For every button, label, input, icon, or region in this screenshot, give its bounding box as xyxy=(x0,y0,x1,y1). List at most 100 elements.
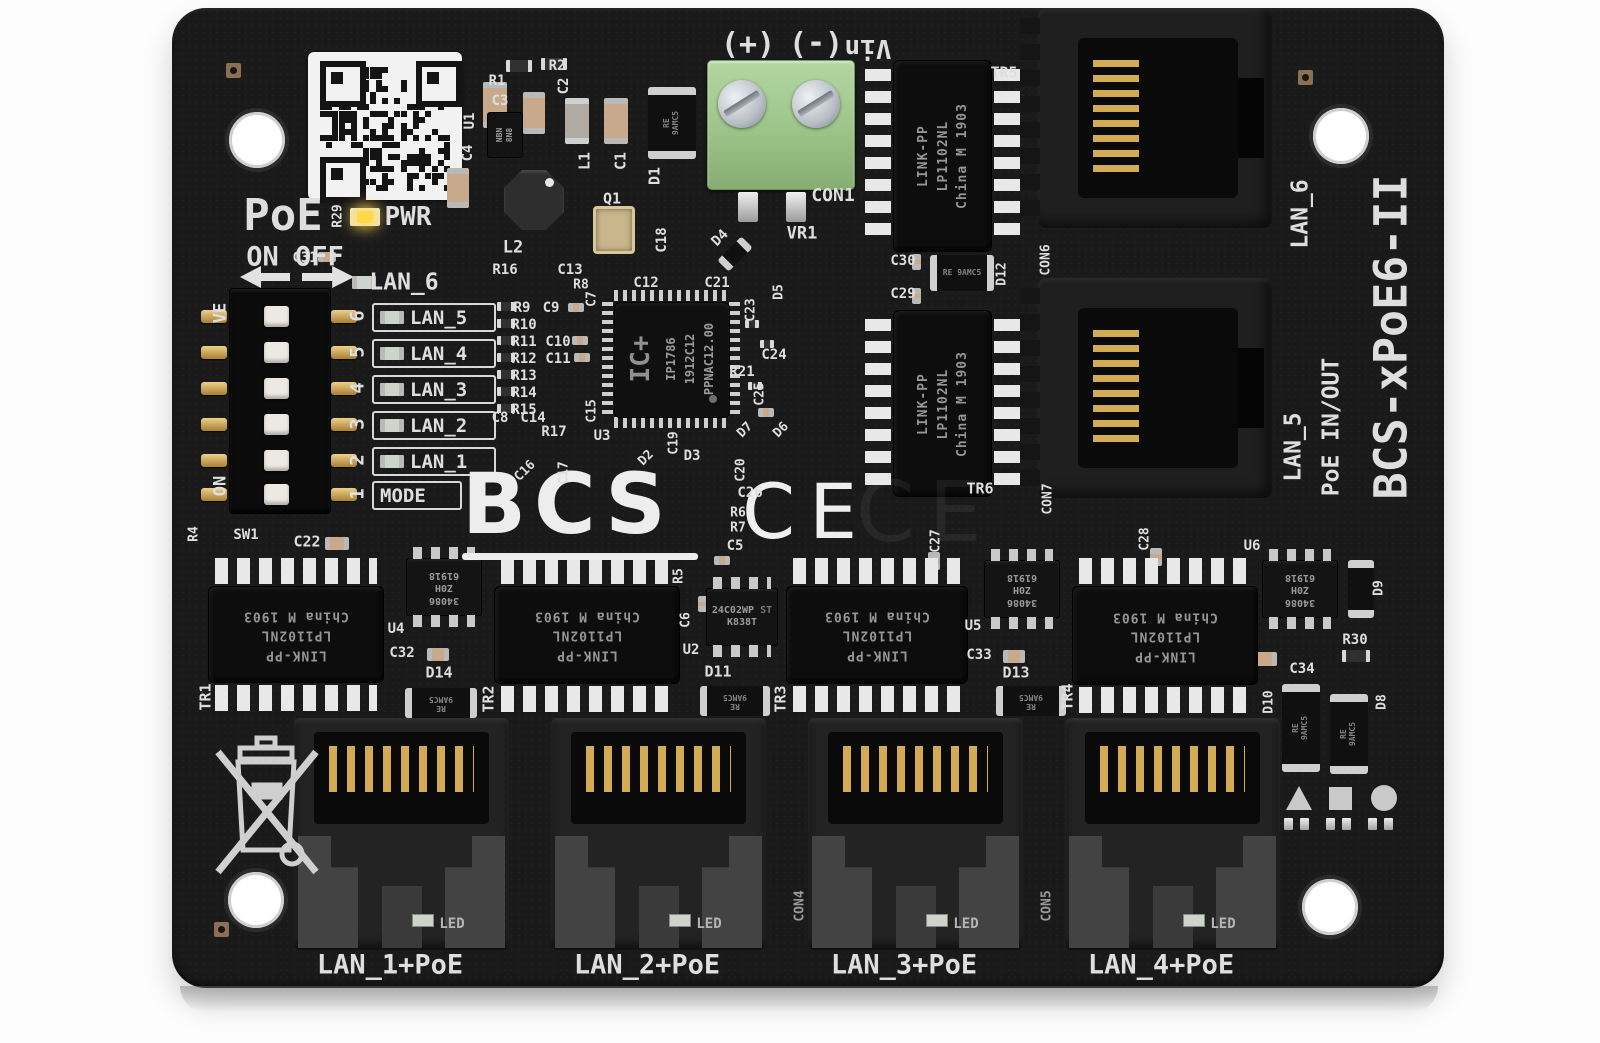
silkscreen-c23: C23 xyxy=(743,298,759,322)
st-logo: ST xyxy=(760,604,773,616)
terminal-screw-minus xyxy=(792,80,840,128)
passive-component xyxy=(745,320,759,328)
silkscreen-d1: D1 xyxy=(645,166,664,186)
qr-finder-icon xyxy=(416,61,462,107)
silkscreen-d3: D3 xyxy=(683,448,701,464)
passive-component xyxy=(318,252,336,262)
silkscreen-r14: R14 xyxy=(511,385,537,401)
solder-pad xyxy=(1326,818,1335,830)
led-box-lan5: LAN_5 xyxy=(372,303,496,332)
passive-component xyxy=(758,408,774,417)
mounting-hole xyxy=(229,112,285,168)
silkscreen-c19: C19 xyxy=(666,431,682,455)
mounting-hole xyxy=(228,872,284,928)
chip-marking: RE xyxy=(942,267,953,277)
main-switch-ic: IC+ IP1786 1912C12 PPNAC12.00 xyxy=(614,302,730,418)
passive-component xyxy=(574,353,590,362)
silkscreen-r1: R1 xyxy=(488,73,506,89)
silkscreen-r13: R13 xyxy=(511,368,537,384)
ic-pins xyxy=(602,302,613,416)
silkscreen-c16: C16 xyxy=(511,457,539,485)
silkscreen-r9: R9 xyxy=(513,300,531,316)
silkscreen-r29: R29 xyxy=(330,204,346,228)
rj45-gold-contacts xyxy=(1093,60,1139,178)
silkscreen-c17: C17 xyxy=(556,461,572,485)
rj45-port-lan2 xyxy=(551,718,766,950)
silkscreen-r4: R4 xyxy=(186,526,202,542)
silkscreen-d11: D11 xyxy=(704,662,732,681)
port-led xyxy=(1183,914,1205,927)
bcs-logo-underline xyxy=(462,553,698,560)
silkscreen-1: 1 xyxy=(346,488,369,500)
passive-component xyxy=(497,336,515,345)
silkscreen-d12: D12 xyxy=(994,262,1010,286)
ce-mark-ghost: CE xyxy=(856,463,996,561)
silkscreen-c30: C30 xyxy=(890,253,916,269)
rj45-gold-contacts xyxy=(1100,746,1245,792)
passive-component xyxy=(427,648,449,661)
silkscreen-tr2: TR2 xyxy=(479,685,498,713)
silkscreen-r17: R17 xyxy=(541,424,567,440)
silkscreen-c3: C3 xyxy=(491,93,509,109)
led-label: LAN_3 xyxy=(410,378,468,401)
silkscreen-tr3: TR3 xyxy=(771,685,790,713)
ce-mark: CE xyxy=(742,467,872,556)
led-box-lan3: LAN_3 xyxy=(372,375,496,404)
silkscreen-r5: R5 xyxy=(671,568,687,584)
rj45-gold-contacts xyxy=(843,746,988,792)
passive-component xyxy=(497,387,515,396)
silkscreen-u6: U6 xyxy=(1243,538,1261,554)
dip-pin xyxy=(201,454,227,467)
qr-finder-icon xyxy=(320,157,366,203)
silkscreen-c29: C29 xyxy=(890,286,916,302)
silkscreen-c1: C1 xyxy=(611,151,630,171)
silkscreen-tr6: TR6 xyxy=(966,479,994,498)
dip-pin xyxy=(331,346,357,359)
silkscreen-tr1: TR1 xyxy=(196,683,215,711)
silkscreen-c9: C9 xyxy=(542,300,560,316)
rj45-pins xyxy=(1020,18,1040,218)
port-led xyxy=(926,914,948,927)
diode-d1: RE 9AMC5 xyxy=(648,87,696,159)
passive-component xyxy=(912,288,921,304)
silkscreen-c34: C34 xyxy=(1289,661,1315,677)
dip-pin xyxy=(331,454,357,467)
poe-controller-u5: 34086 Z0H 61918 xyxy=(984,549,1060,629)
silkscreen-con1: CON1 xyxy=(811,185,855,206)
silkscreen-c33: C33 xyxy=(966,647,992,663)
poe-controller-u6: 34086 Z0H 61918 xyxy=(1262,549,1338,629)
ic-pins xyxy=(614,290,728,301)
rj45-gold-contacts xyxy=(586,746,731,792)
square-mark xyxy=(1329,787,1352,810)
silkscreen-c15: C15 xyxy=(584,399,600,423)
lan2-led xyxy=(380,419,404,432)
rj45-port-lan5 xyxy=(1020,278,1272,498)
rj45-gold-contacts xyxy=(329,746,474,792)
passive-component xyxy=(1003,650,1025,663)
silkscreen-3: 3 xyxy=(346,418,369,430)
rj45-port-lan4 xyxy=(1065,718,1280,950)
passive-component xyxy=(698,596,707,612)
silkscreen-lan-5: LAN_5 xyxy=(1280,412,1307,482)
silkscreen-pwr: PWR xyxy=(384,202,432,232)
silkscreen-con7: CON7 xyxy=(1040,483,1056,515)
dip-pin xyxy=(201,346,227,359)
silkscreen-lan-6: LAN_6 xyxy=(369,269,439,296)
passive-component xyxy=(748,382,762,390)
rj45-port-lan3 xyxy=(808,718,1023,950)
silkscreen-d14: D14 xyxy=(425,663,453,682)
silkscreen-u5: U5 xyxy=(964,618,982,634)
silkscreen--: (+) xyxy=(720,27,776,62)
silkscreen-lan-1-poe: LAN_1+PoE xyxy=(316,949,464,981)
silkscreen-u4: U4 xyxy=(387,621,405,637)
solder-pad xyxy=(1368,818,1377,830)
silkscreen-c21: C21 xyxy=(704,275,730,291)
silkscreen-tr4: TR4 xyxy=(1058,683,1077,711)
silkscreen-led: LED xyxy=(439,916,465,932)
passive-component xyxy=(506,60,532,72)
ic-pins xyxy=(729,302,740,416)
